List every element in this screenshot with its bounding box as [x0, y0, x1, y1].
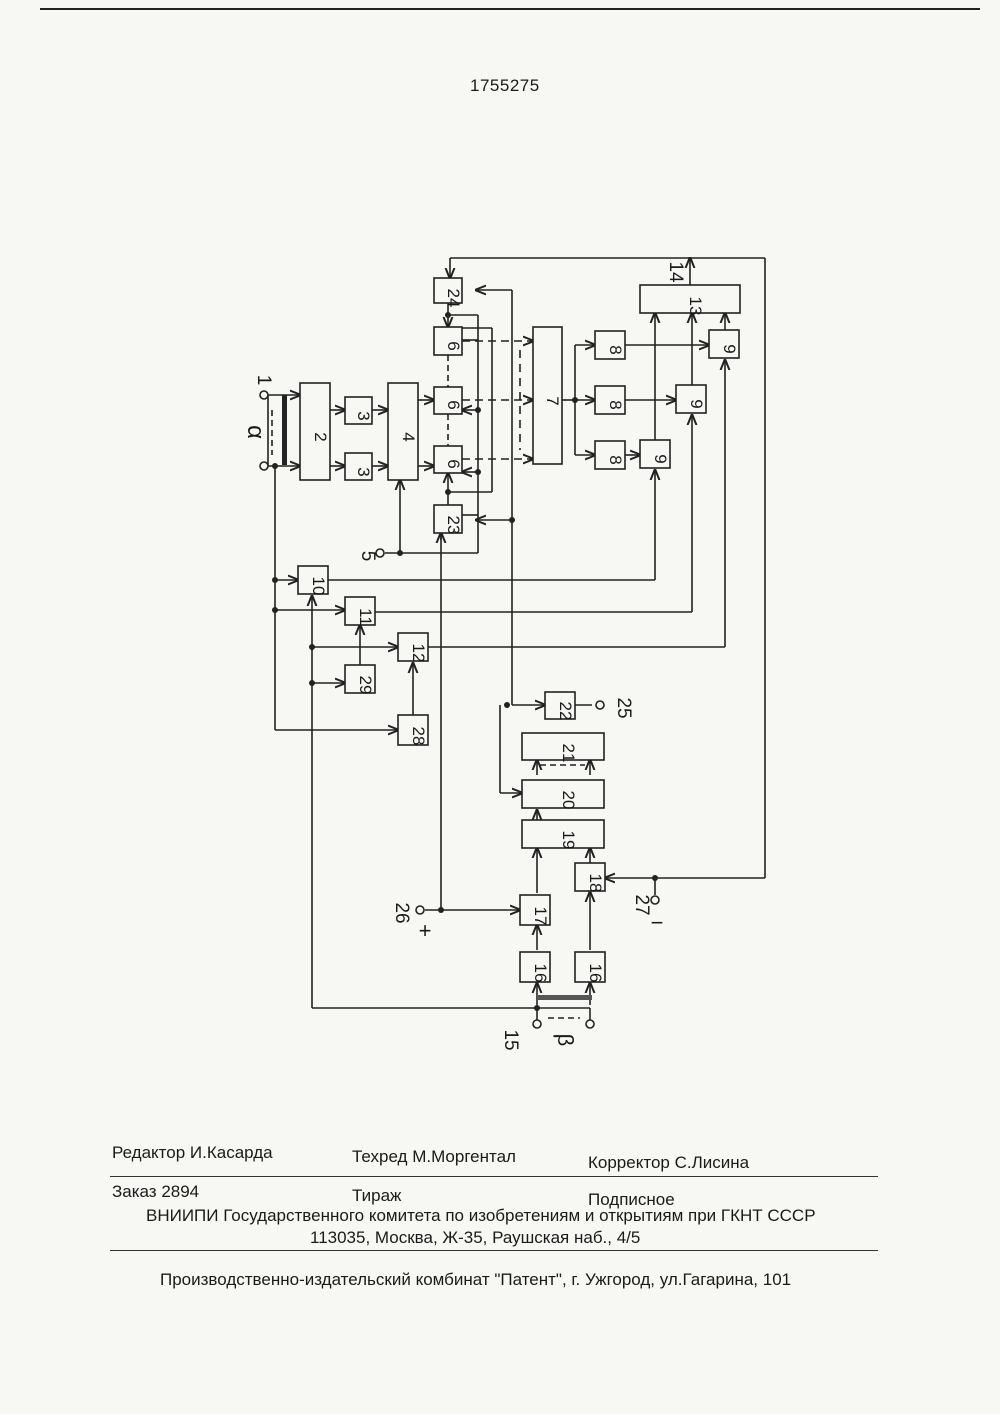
- block-8b-label: 8: [606, 400, 625, 409]
- block-16b-label: 16: [586, 964, 605, 983]
- block-9b-label: 9: [687, 399, 706, 408]
- beta-bus-bar: [537, 995, 592, 1000]
- block-29-label: 29: [356, 676, 375, 695]
- block-22-label: 22: [556, 702, 575, 721]
- terminal-alpha-label: α: [242, 425, 269, 439]
- block-12-label: 12: [409, 644, 428, 663]
- block-13-label: 13: [686, 297, 705, 316]
- address-line: 113035, Москва, Ж-35, Раушская наб., 4/5: [310, 1228, 640, 1248]
- block-16a-label: 16: [531, 964, 550, 983]
- block-6a-label: 6: [444, 341, 463, 350]
- block-8c-label: 8: [606, 455, 625, 464]
- terminal-26-label: 26: [391, 902, 412, 923]
- alpha-bus-bar: [282, 395, 287, 465]
- organization-line: ВНИИПИ Государственного комитета по изоб…: [146, 1206, 816, 1226]
- blocks: [298, 278, 740, 982]
- block-6c-label: 6: [444, 459, 463, 468]
- block-6b-label: 6: [444, 400, 463, 409]
- editor-credit: Редактор И.Касарда: [112, 1143, 273, 1163]
- connections: [268, 258, 765, 1020]
- terminal-5-label: 5: [357, 551, 378, 562]
- footer-rule-bottom: [110, 1250, 878, 1251]
- block-21-label: 21: [559, 744, 578, 763]
- terminal-25-label: 25: [613, 697, 634, 718]
- footer-rule-top: [110, 1176, 878, 1177]
- block-7-label: 7: [543, 396, 562, 405]
- terminal-minus-label: −: [651, 910, 664, 935]
- block-2-label: 2: [311, 432, 330, 441]
- order-number: Заказ 2894: [112, 1182, 199, 1202]
- block-28-label: 28: [409, 727, 428, 746]
- terminal-labels: 1 α 5 14 25 26 + 27 − 15 β: [242, 261, 686, 1050]
- techred-credit: Техред М.Моргентал: [352, 1147, 516, 1167]
- terminal-14-label: 14: [665, 261, 686, 283]
- block-8a-label: 8: [606, 345, 625, 354]
- terminal-plus-label: +: [419, 918, 432, 943]
- block-17-label: 17: [531, 907, 550, 926]
- terminal-15-label: 15: [500, 1029, 521, 1050]
- publisher-line: Производственно-издательский комбинат "П…: [160, 1270, 791, 1290]
- block-23-label: 23: [444, 516, 463, 535]
- block-20-label: 20: [559, 791, 578, 810]
- block-11-label: 11: [356, 608, 375, 626]
- block-18-label: 18: [586, 874, 605, 893]
- block-19-label: 19: [559, 831, 578, 850]
- terminal-1-label: 1: [253, 375, 274, 386]
- corrector-credit: Корректор С.Лисина: [588, 1153, 749, 1173]
- terminal-beta-label: β: [553, 1034, 578, 1047]
- terminal-27-label: 27: [631, 894, 652, 915]
- terminal-circles: [260, 391, 659, 1028]
- block-3a-label: 3: [354, 411, 373, 420]
- circulation-label: Тираж: [352, 1186, 401, 1206]
- block-4-label: 4: [399, 432, 418, 441]
- block-9a-label: 9: [720, 344, 739, 353]
- block-9c-label: 9: [651, 454, 670, 463]
- block-3b-label: 3: [354, 467, 373, 476]
- block-24-label: 24: [444, 289, 463, 308]
- block-10-label: 10: [309, 577, 328, 596]
